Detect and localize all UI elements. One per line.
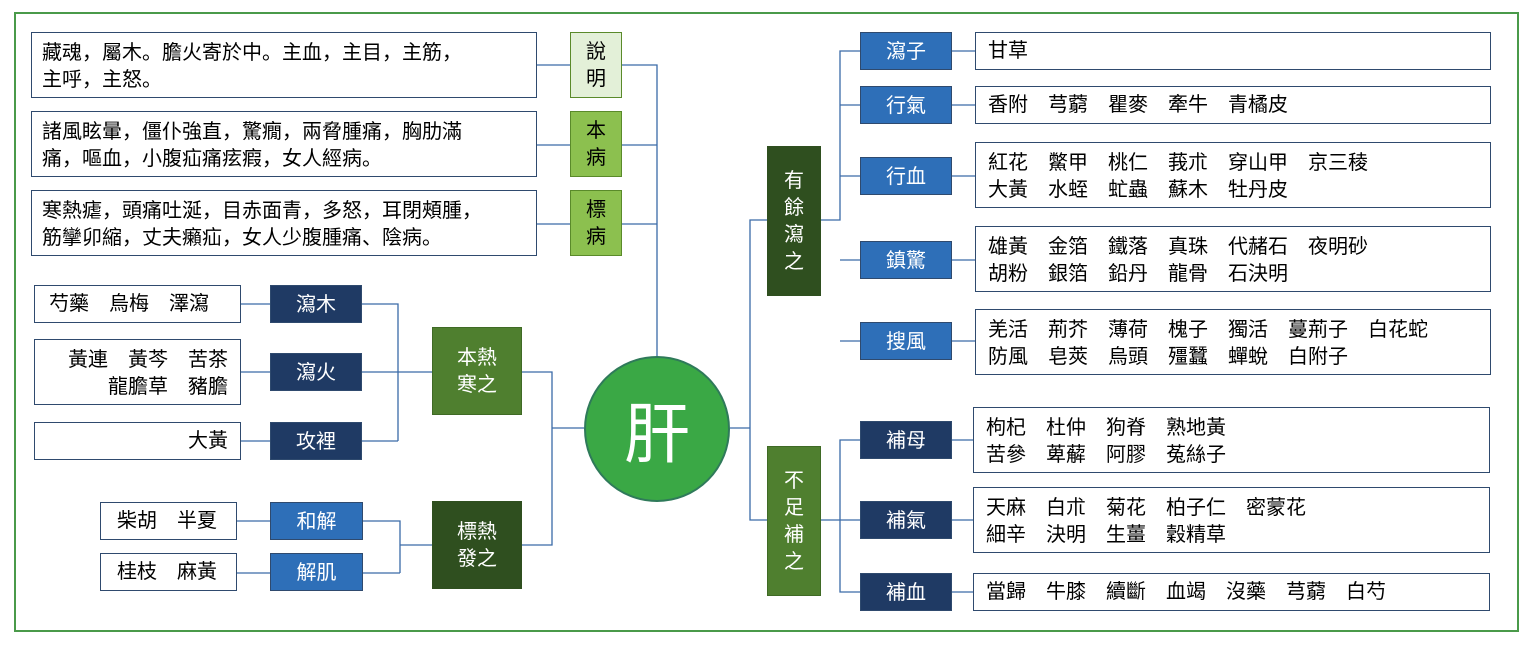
herb-list: 芍藥 烏梅 澤瀉 bbox=[34, 285, 241, 323]
description-text-box: 藏魂，屬木。膽火寄於中。主血，主目，主筋， 主呼，主怒。 bbox=[31, 32, 537, 98]
herb-list: 當歸 牛膝 續斷 血竭 沒藥 芎藭 白芍 bbox=[973, 573, 1490, 611]
group-label-youyu: 有 餘 瀉 之 bbox=[767, 146, 821, 296]
outer-frame bbox=[14, 12, 1519, 632]
method-label-xingqi: 行氣 bbox=[860, 86, 952, 124]
center-organ-liver: 肝 bbox=[584, 356, 730, 502]
method-label-gongli: 攻裡 bbox=[270, 422, 362, 460]
herb-list: 雄黃 金箔 鐵落 真珠 代赭石 夜明砂 胡粉 銀箔 鉛丹 龍骨 石決明 bbox=[975, 226, 1491, 292]
herb-list: 桂枝 麻黃 bbox=[100, 553, 237, 591]
herb-list: 柴胡 半夏 bbox=[100, 502, 237, 540]
method-label-xingxue: 行血 bbox=[860, 157, 952, 195]
description-label: 說 明 bbox=[570, 32, 622, 98]
method-label-xiezi: 瀉子 bbox=[860, 32, 952, 70]
method-label-xiemu: 瀉木 bbox=[270, 285, 362, 323]
herb-list: 紅花 鱉甲 桃仁 莪朮 穿山甲 京三稜 大黃 水蛭 虻蟲 蘇木 牡丹皮 bbox=[975, 142, 1491, 208]
surface-disease-text-box: 寒熱瘧，頭痛吐涎，目赤面青，多怒，耳閉頰腫， 筋攣卯縮，丈夫癩疝，女人少腹腫痛、… bbox=[31, 190, 537, 256]
method-label-zhenjing: 鎮驚 bbox=[860, 241, 952, 279]
herb-list: 羌活 荊芥 薄荷 槐子 獨活 蔓荊子 白花蛇 防風 皂莢 烏頭 殭蠶 蟬蛻 白附… bbox=[975, 309, 1491, 375]
herb-list: 大黃 bbox=[34, 422, 241, 460]
group-label-buzu: 不 足 補 之 bbox=[767, 446, 821, 596]
method-label-xiehuo: 瀉火 bbox=[270, 353, 362, 391]
method-label-soufeng: 搜風 bbox=[860, 322, 952, 360]
herb-list: 香附 芎藭 瞿麥 牽牛 青橘皮 bbox=[975, 86, 1491, 124]
primary-disease-label: 本 病 bbox=[570, 111, 622, 177]
surface-disease-label: 標 病 bbox=[570, 190, 622, 256]
herb-list: 枸杞 杜仲 狗脊 熟地黃 苦參 萆薢 阿膠 菟絲子 bbox=[973, 407, 1490, 473]
method-label-buxue: 補血 bbox=[860, 573, 952, 611]
herb-list: 黃連 黃芩 苦茶 龍膽草 豬膽 bbox=[34, 339, 241, 405]
herb-list: 甘草 bbox=[975, 32, 1491, 70]
group-label-biaore: 標熱 發之 bbox=[432, 501, 522, 589]
primary-disease-text-box: 諸風眩暈，僵仆強直，驚癇，兩脅腫痛，胸肋滿 痛，嘔血，小腹疝痛痃瘕，女人經病。 bbox=[31, 111, 537, 177]
method-label-jieji: 解肌 bbox=[270, 553, 363, 591]
method-label-bumu: 補母 bbox=[860, 421, 952, 459]
method-label-buqi: 補氣 bbox=[860, 501, 952, 539]
herb-list: 天麻 白朮 菊花 柏子仁 密蒙花 細辛 決明 生薑 穀精草 bbox=[973, 487, 1490, 553]
method-label-hejie: 和解 bbox=[270, 502, 363, 540]
group-label-benre: 本熱 寒之 bbox=[432, 327, 522, 415]
